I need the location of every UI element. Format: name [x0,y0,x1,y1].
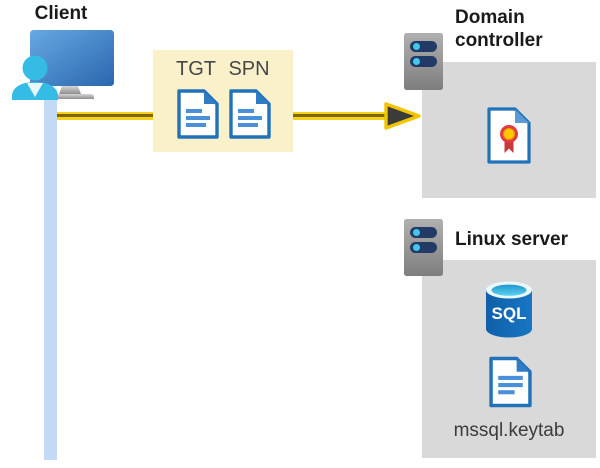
auth-request-arrowhead [384,102,421,130]
client-lifeline [44,99,57,460]
sql-database-icon: SQL [486,281,532,338]
person-collar [27,83,43,97]
client-title: Client [34,3,88,24]
monitor-stand-base [52,94,94,99]
token-packet-box: TGT SPN [153,50,293,152]
certificate-icon [487,107,531,164]
keytab-filename-label: mssql.keytab [453,420,565,441]
spn-label: SPN [228,58,270,80]
domain-controller-server-icon [404,33,443,90]
person-head [22,55,48,81]
linux-server-icon [404,219,443,276]
monitor-icon [30,30,114,86]
client-workstation-icon [12,30,114,100]
spn-document-icon [229,89,271,139]
tgt-document-icon [177,89,219,139]
linux-server-title: Linux server [455,229,568,250]
sql-icon-text: SQL [492,304,527,323]
monitor-stand-neck [59,86,81,94]
domain-controller-title: Domain controller [455,7,543,51]
tgt-label: TGT [176,58,216,80]
keytab-document-icon [489,356,532,408]
